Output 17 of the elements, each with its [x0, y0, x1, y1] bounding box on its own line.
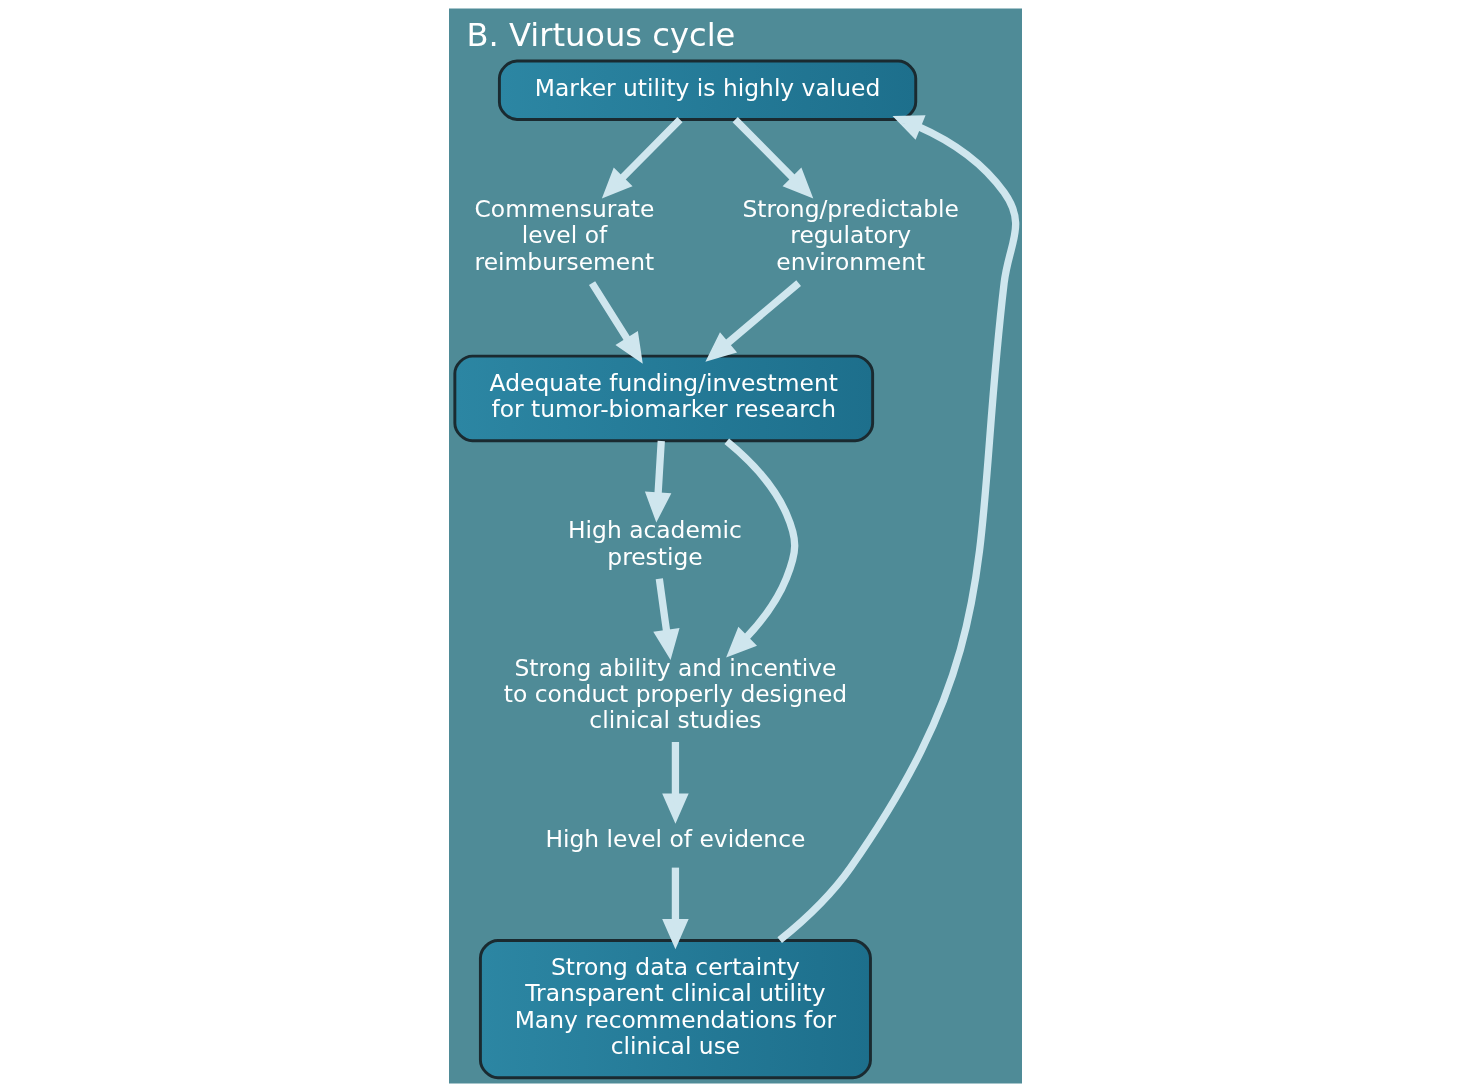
arrow	[724, 438, 799, 658]
arrow	[653, 578, 680, 660]
node-box: Marker utility is highly valued	[497, 59, 918, 121]
arrow	[601, 117, 683, 199]
node-text: High academic prestige	[568, 516, 742, 571]
arrow	[644, 440, 672, 523]
node-box: Strong data certainty Transparent clinical utility Many recommendations for clinical use	[478, 938, 872, 1080]
node-text: Strong ability and incentive to conduct properly designed clinical studies	[503, 653, 848, 735]
node-text: Commensurate level of reimbursement	[474, 195, 655, 276]
node-text: Strong/predictable regulatory environment	[742, 195, 959, 276]
arrow	[705, 280, 801, 362]
arrow	[589, 281, 643, 364]
node-box: Adequate funding/investment for tumor-biomarker research	[453, 354, 875, 443]
arrow	[732, 117, 814, 199]
node-text: High level of evidence	[545, 824, 806, 853]
arrow	[777, 115, 1020, 943]
diagram-title: B. Virtuous cycle	[466, 15, 736, 54]
